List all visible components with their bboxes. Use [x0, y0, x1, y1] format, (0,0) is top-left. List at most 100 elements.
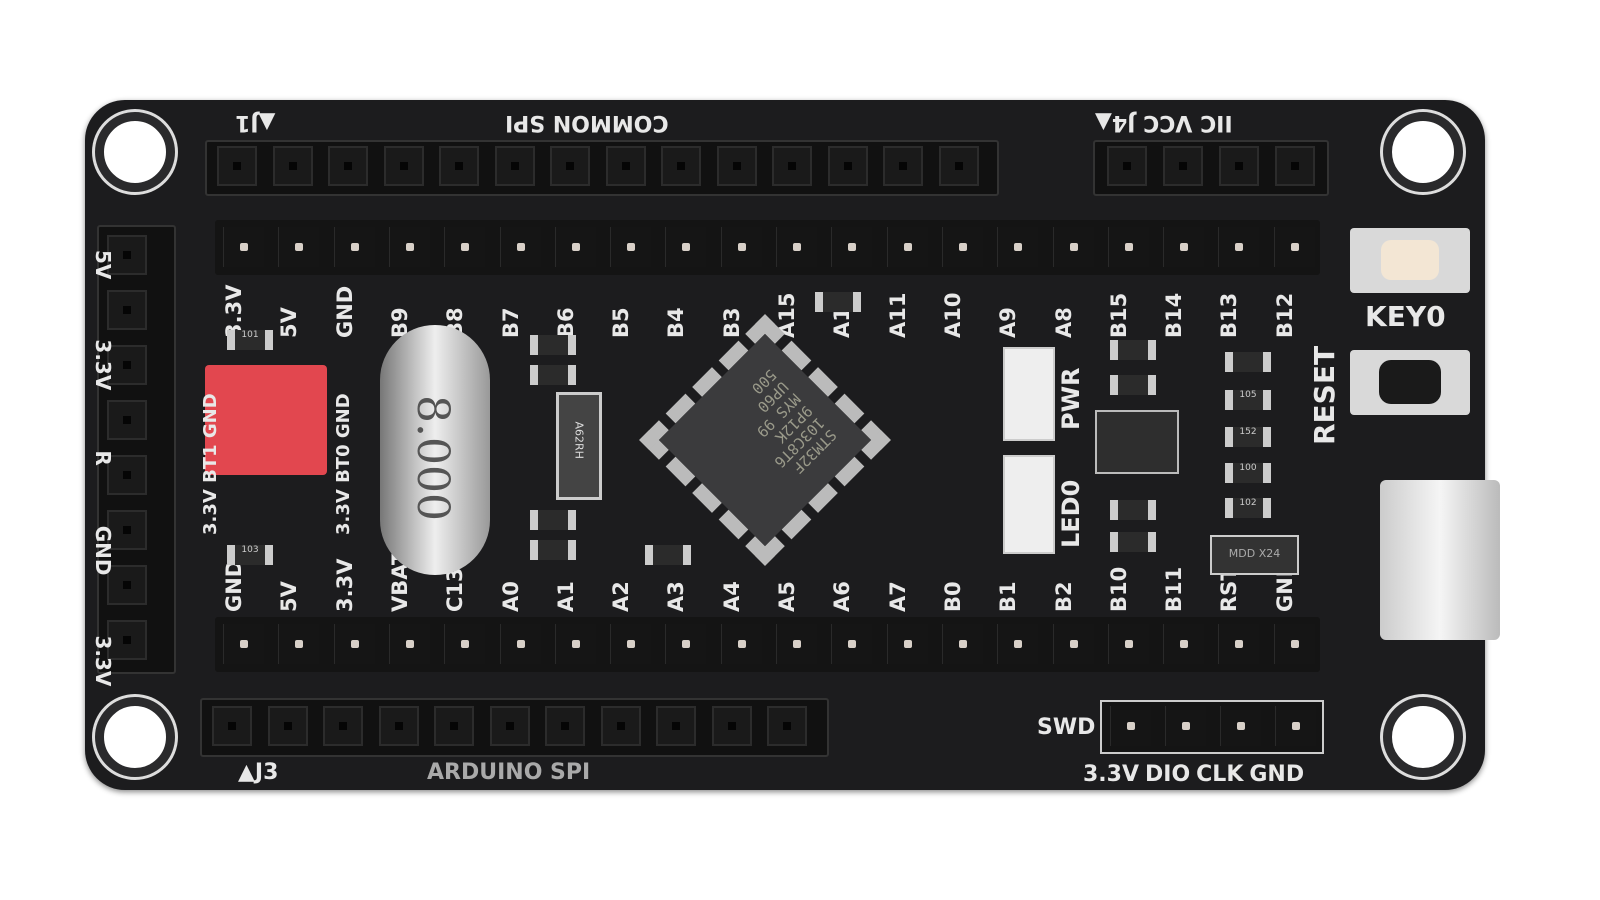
top-pin-label: 5V [277, 307, 302, 338]
male-pin [1163, 227, 1205, 267]
header-socket [883, 146, 923, 186]
header-socket [827, 146, 868, 186]
smd-component [1225, 352, 1271, 372]
top-pin-label: A10 [940, 292, 965, 338]
header-socket [267, 706, 308, 746]
left-header [97, 225, 176, 674]
header-socket [489, 706, 530, 746]
top-pin-label: B12 [1272, 292, 1297, 338]
male-pin [886, 227, 928, 267]
mounting-hole [95, 112, 175, 192]
smd-component [530, 510, 576, 530]
header-socket [107, 510, 147, 550]
bottom-pin-label: 5V [277, 581, 302, 612]
top-pin-label: GND [332, 285, 357, 338]
bottom-pin-label: A1 [553, 581, 578, 612]
top-pin-label: B14 [1162, 292, 1187, 338]
bottom-pin-label: B10 [1106, 566, 1131, 612]
micro-usb-port[interactable] [1380, 480, 1500, 640]
smd-component [815, 292, 861, 312]
header-socket [107, 290, 147, 330]
smd-component [530, 335, 576, 355]
reset-button[interactable] [1350, 350, 1470, 415]
bottom-pin-label: A7 [885, 581, 910, 612]
left-pin-label: R [91, 450, 115, 466]
boot1-label: 3.3V BT1 GND [200, 393, 221, 535]
smd-component [530, 365, 576, 385]
male-pin [499, 624, 541, 664]
male-pin [1218, 624, 1260, 664]
j3-header [200, 698, 829, 757]
smd-component [530, 540, 576, 560]
male-pin [610, 227, 652, 267]
smd-component [1110, 500, 1156, 520]
resistor: 105 [1225, 390, 1271, 410]
bottom-pin-label: B0 [940, 581, 965, 612]
bottom-pin-label: B2 [1051, 581, 1076, 612]
reset-label: RESET [1308, 345, 1341, 445]
bottom-pin-label: B11 [1162, 566, 1187, 612]
swd-pin-label: CLK [1196, 762, 1244, 787]
bottom-pin-label: A0 [498, 581, 523, 612]
top-pin-label: B7 [498, 307, 523, 338]
resistor: 152 [1225, 427, 1271, 447]
male-pin [886, 624, 928, 664]
bottom-pin-label: A2 [609, 581, 634, 612]
male-pin [223, 624, 264, 664]
pwr-led [1003, 347, 1055, 441]
resistor: 102 [1225, 498, 1271, 518]
bottom-pin-label: GND [222, 559, 246, 612]
key0-button[interactable] [1350, 228, 1470, 293]
key0-label: KEY0 [1365, 300, 1446, 333]
top-pin-label: B13 [1217, 292, 1242, 338]
bottom-pin-row [215, 617, 1320, 672]
top-pin-label: B4 [664, 307, 689, 338]
header-socket [107, 455, 147, 495]
header-socket [272, 146, 313, 186]
header-socket [323, 706, 363, 746]
bottom-pin-label: 3.3V [332, 558, 357, 612]
j4-header [1093, 140, 1329, 196]
top-pin-label: B6 [553, 307, 578, 338]
arduino-spi-label: ARDUINO SPI [427, 760, 591, 785]
male-pin [1273, 227, 1315, 267]
header-socket [107, 235, 147, 275]
header-socket [378, 706, 419, 746]
male-pin [333, 624, 375, 664]
header-socket [605, 146, 646, 186]
male-pin [1273, 624, 1315, 664]
male-pin [831, 624, 873, 664]
header-socket [938, 146, 979, 186]
bottom-pin-label: A3 [664, 581, 689, 612]
bottom-pin-label: A5 [775, 581, 799, 612]
swd-pin-label: 3.3V [1083, 762, 1139, 787]
male-pin [941, 624, 983, 664]
mounting-hole [95, 697, 175, 777]
header-socket [1163, 146, 1203, 186]
resistor: 103 [227, 545, 273, 565]
top-pin-label: A9 [996, 307, 1021, 338]
j3-label: ▲J3 [238, 760, 279, 785]
header-socket [772, 146, 812, 186]
male-pin [1110, 706, 1151, 746]
male-pin [1163, 624, 1205, 664]
top-pin-label: B5 [609, 307, 634, 338]
bottom-pin-label: A6 [830, 581, 855, 612]
pwr-label: PWR [1057, 367, 1085, 430]
header-socket [494, 146, 535, 186]
male-pin [444, 624, 486, 664]
left-header-labels: 5V 3.3V R GND 3.3V [91, 250, 115, 686]
header-socket [767, 706, 807, 746]
boot0-label: 3.3V BT0 GND [333, 393, 354, 535]
smd-component [1110, 340, 1156, 360]
male-pin [1107, 227, 1149, 267]
male-pin [720, 624, 762, 664]
left-pin-label: 3.3V [91, 339, 115, 391]
male-pin [941, 227, 983, 267]
top-pin-label: B3 [719, 307, 744, 338]
swd-pin-label: GND [1249, 762, 1305, 787]
swd-pin-row [1100, 700, 1324, 754]
header-socket [107, 565, 147, 605]
j1-header [205, 140, 999, 196]
boot-jumpers[interactable] [205, 365, 327, 475]
